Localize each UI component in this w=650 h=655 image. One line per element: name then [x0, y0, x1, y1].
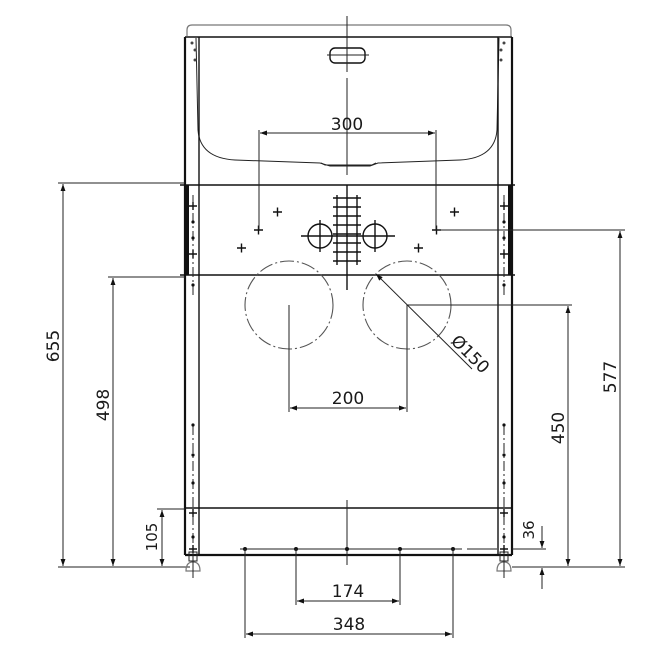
basin-drain-lip — [320, 162, 377, 166]
dim-348: 348 — [244, 549, 454, 638]
dim-label-655: 655 — [44, 330, 64, 362]
left-panel-edge — [185, 185, 189, 275]
dim-300: 300 — [258, 115, 437, 230]
dim-label-450: 450 — [549, 412, 569, 444]
right-foot-icon — [496, 551, 512, 578]
side-hole-rails — [189, 195, 508, 560]
basin-bowl-outline — [195, 37, 500, 167]
dim-36: 36 — [512, 520, 546, 589]
dim-label-300: 300 — [331, 115, 363, 135]
dim-label-498: 498 — [94, 389, 114, 421]
left-foot-icon — [185, 551, 201, 578]
dim-label-174: 174 — [332, 582, 364, 602]
dim-498: 498 — [94, 276, 185, 566]
countertop-outline — [186, 24, 512, 36]
dim-label-diameter: Ø150 — [446, 331, 493, 378]
dim-label-348: 348 — [333, 615, 365, 635]
mounting-crosses — [237, 207, 459, 253]
dim-diameter-150: Ø150 — [375, 273, 493, 378]
sink-basin — [185, 24, 512, 167]
dim-label-105: 105 — [143, 523, 161, 552]
dim-200: 200 — [288, 305, 408, 412]
dim-label-36: 36 — [520, 520, 538, 539]
dim-174: 174 — [295, 549, 401, 605]
ladder-hole-pattern — [301, 195, 395, 265]
dim-105: 105 — [143, 508, 185, 566]
dim-655: 655 — [44, 182, 190, 568]
dim-label-577: 577 — [601, 361, 621, 393]
dim-577: 577 — [436, 229, 625, 568]
leg-centre-line — [240, 547, 497, 551]
dim-450: 450 — [407, 304, 572, 566]
dim-label-200: 200 — [332, 389, 364, 409]
